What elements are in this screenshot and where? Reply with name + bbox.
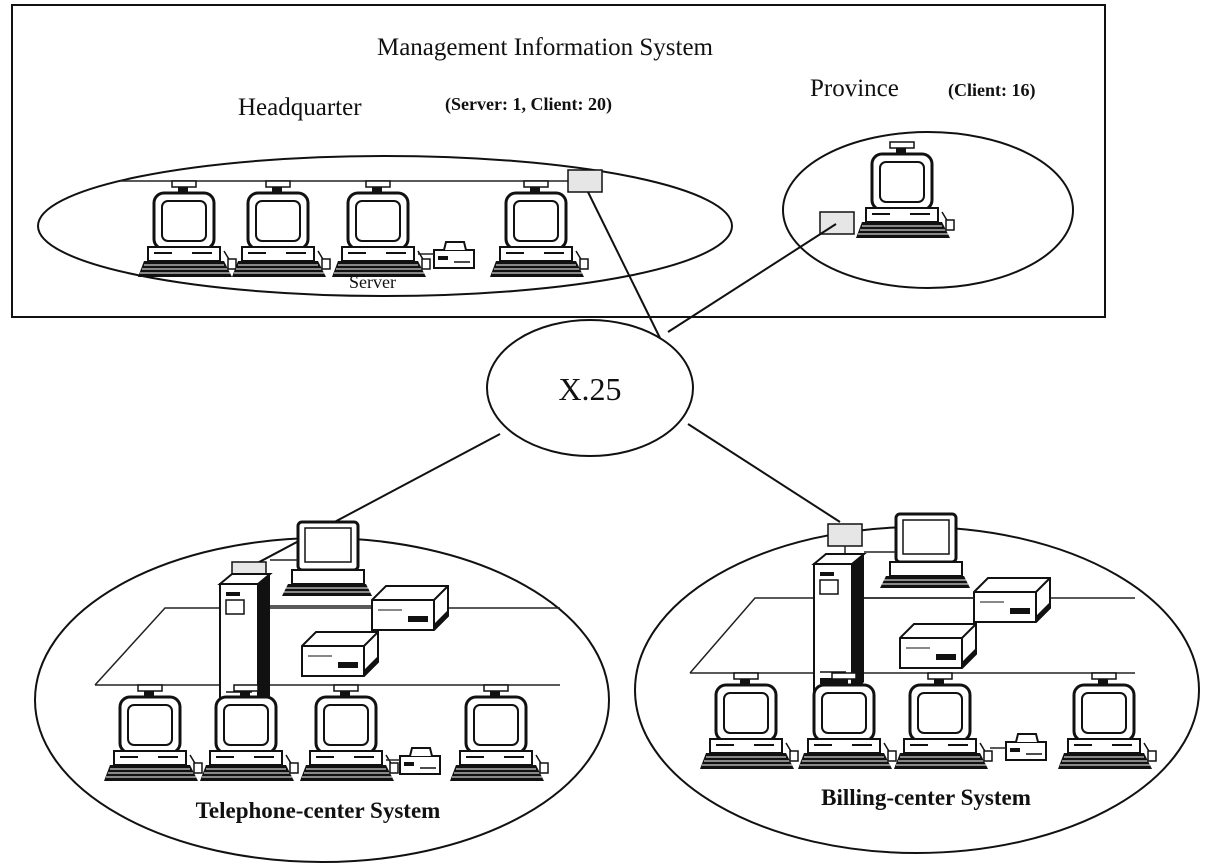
mis-boundary-box xyxy=(11,4,1106,318)
bc-router-box xyxy=(827,523,863,547)
tc-printer xyxy=(399,747,441,775)
tc-workstation-1 xyxy=(102,683,204,783)
province-label: Province xyxy=(810,75,899,102)
bc-desktop xyxy=(878,512,972,590)
province-ellipse xyxy=(782,131,1074,289)
headquarter-label: Headquarter xyxy=(238,94,362,121)
link-province-to-x25 xyxy=(667,223,837,333)
tc-workstation-2 xyxy=(198,683,300,783)
telephone-center-label: Telephone-center System xyxy=(196,798,441,823)
bc-workstation-4 xyxy=(1056,671,1158,771)
link-hq-to-x25 xyxy=(587,191,661,339)
hq-workstation-1 xyxy=(136,179,238,279)
hq-router-box xyxy=(567,169,603,193)
hq-server-workstation xyxy=(330,179,432,279)
server-label: Server xyxy=(349,272,396,292)
bc-printer xyxy=(1005,733,1047,761)
headquarter-detail: (Server: 1, Client: 20) xyxy=(445,94,612,115)
tc-big-printer-2 xyxy=(301,631,379,677)
x25-network-ellipse xyxy=(486,319,694,457)
billing-center-label: Billing-center System xyxy=(821,785,1031,810)
province-detail: (Client: 16) xyxy=(948,80,1035,101)
bc-big-printer-1 xyxy=(973,577,1051,623)
x25-label: X.25 xyxy=(558,371,621,407)
bc-workstation-3 xyxy=(892,671,994,771)
bc-workstation-2 xyxy=(796,671,898,771)
hq-workstation-2 xyxy=(230,179,332,279)
tc-big-printer-1 xyxy=(371,585,449,631)
mis-title: Management Information System xyxy=(377,34,714,61)
link-x25-to-telephone-center xyxy=(247,433,501,569)
hq-workstation-4 xyxy=(488,179,590,279)
link-x25-to-billing-center xyxy=(687,423,841,523)
headquarter-lan-ellipse xyxy=(37,155,733,297)
tc-desktop xyxy=(280,520,374,598)
hq-printer xyxy=(433,241,475,269)
bc-workstation-1 xyxy=(698,671,800,771)
tc-workstation-4 xyxy=(448,683,550,783)
bc-big-printer-2 xyxy=(899,623,977,669)
province-workstation xyxy=(854,140,956,240)
tc-workstation-3 xyxy=(298,683,400,783)
